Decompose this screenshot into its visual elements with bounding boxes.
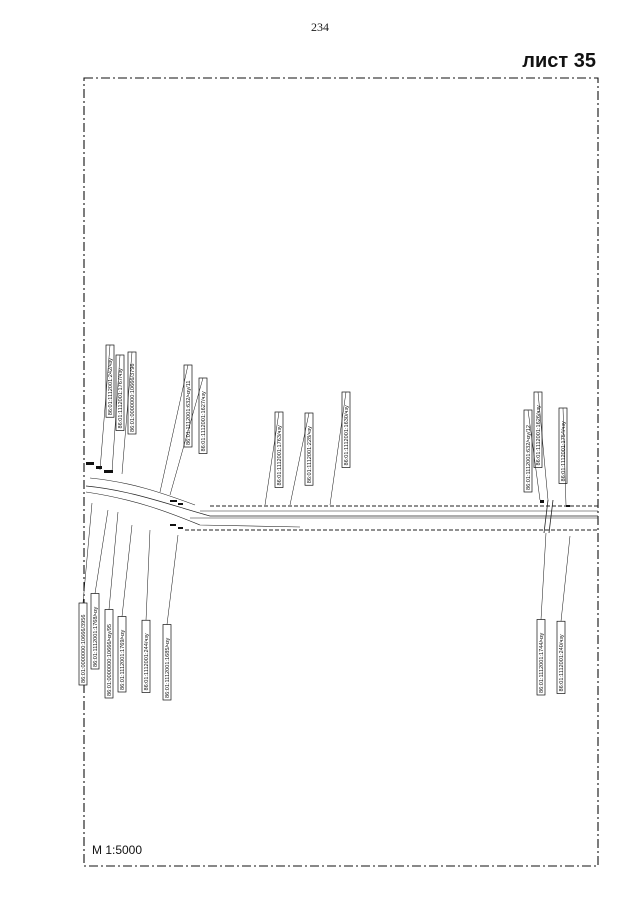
map-frame [83, 77, 599, 867]
label-text: 86:01:0000000:10666/3956 [81, 615, 87, 683]
page-number: 234 [311, 20, 329, 34]
cadastral-label-top: 86:01:1112001:632/чзу/11 [183, 364, 193, 448]
label-text: 86:01:1112001:1744/чзу [539, 633, 545, 693]
cadastral-label-top: 86:01:1112001:1767/чзу [115, 354, 125, 431]
cadastral-label-bottom: 86:01:1112001:1768/чзу [90, 593, 100, 670]
leader-line [540, 532, 547, 620]
road-curve [85, 485, 598, 517]
leader-line [145, 529, 151, 621]
leader-line [329, 391, 347, 506]
label-text: 86:01:1112001:1767/чзу [118, 368, 124, 428]
crossing-line [548, 499, 554, 534]
cadastral-label-bottom: 86:01:1112001:240/чзу [556, 620, 566, 694]
label-text: 86:01:0000000:10666/3796 [130, 364, 136, 432]
cadastral-label-bottom: 86:01:1112001:1769/чзу [117, 616, 127, 693]
label-text: 86:01:1112001:228/чзу [307, 426, 313, 483]
cadastral-label-top: 86:01:1112001:632/чзу/12 [523, 409, 533, 493]
label-text: 86:01:1112001:1630/чзу [344, 405, 350, 465]
road-curve [85, 491, 301, 528]
leader-line [560, 535, 571, 622]
leader-line [527, 409, 541, 501]
leader-line [169, 377, 204, 496]
leader-line [562, 407, 567, 506]
leader-line [99, 344, 111, 471]
leader-line [108, 511, 119, 610]
leader-line [166, 534, 179, 625]
linear-object-corridor [85, 477, 598, 534]
cadastral-label-top: 86:01:0000000:10666/3796 [127, 351, 137, 435]
cadastral-label-bottom: 86:01:0000000:10666/3956 [78, 602, 88, 686]
top-label-group: 86:01:1112001:242/чзу 86:01:1112001:1767/… [105, 344, 568, 493]
leader-line [289, 412, 310, 506]
cadastral-label-bottom: 86:01:1112001:1744/чзу [536, 619, 546, 696]
leader-line [121, 351, 133, 475]
bottom-label-group: 86:01:0000000:10666/3956 86:01:1112001:17… [78, 593, 566, 701]
leader-line [264, 411, 280, 506]
leader-line [121, 524, 133, 617]
cadastral-label-top: 86:01:1112001:1763/чзу [274, 411, 284, 488]
label-text: 86:01:1112001:1754/чзу [561, 421, 567, 481]
leader-lines [82, 344, 571, 625]
cadastral-label-top: 86:01:1112001:1754/чзу [558, 407, 568, 484]
label-text: 86:01:0000000:10666/чзу/95 [107, 624, 113, 696]
leader-line [537, 391, 549, 501]
crossing-line [543, 499, 549, 534]
label-text: 86:01:1112001:1769/чзу [120, 630, 126, 690]
sheet-label: лист 35 [522, 50, 596, 72]
cadastral-label-bottom: 86:01:1112001:244/чзу [141, 619, 151, 693]
label-text: 86:01:1112001:1627/чзу [201, 391, 207, 451]
leader-line [82, 502, 93, 604]
scale-label: М 1:5000 [92, 843, 143, 857]
parcel-hatching [86, 462, 570, 529]
road-curve [89, 477, 196, 506]
cadastral-label-bottom: 86:01:1112001:1685/чзу [162, 624, 172, 701]
label-text: 86:01:1112001:244/чзу [144, 633, 150, 690]
cadastral-label-top: 86:01:1112001:228/чзу [304, 412, 314, 486]
label-text: 86:01:1112001:1763/чзу [277, 425, 283, 485]
label-text: 86:01:1112001:632/чзу/11 [186, 380, 192, 445]
leader-line [94, 509, 109, 594]
cadastral-label-top: 86:01:1112001:1630/чзу [341, 391, 351, 468]
leader-line [159, 364, 189, 493]
label-text: 86:01:1112001:240/чзу [559, 634, 565, 691]
leader-line [111, 354, 121, 473]
cadastral-label-bottom: 86:01:0000000:10666/чзу/95 [104, 609, 114, 699]
label-text: 86:01:1112001:1626/чзу [536, 405, 542, 465]
label-text: 86:01:1112001:1768/чзу [93, 607, 99, 667]
cadastral-label-top: 86:01:1112001:1626/чзу [533, 391, 543, 468]
label-text: 86:01:1112001:632/чзу/12 [526, 425, 532, 490]
label-text: 86:01:1112001:242/чзу [108, 358, 114, 415]
label-text: 86:01:1112001:1685/чзу [165, 638, 171, 698]
cadastral-label-top: 86:01:1112001:1627/чзу [198, 377, 208, 454]
